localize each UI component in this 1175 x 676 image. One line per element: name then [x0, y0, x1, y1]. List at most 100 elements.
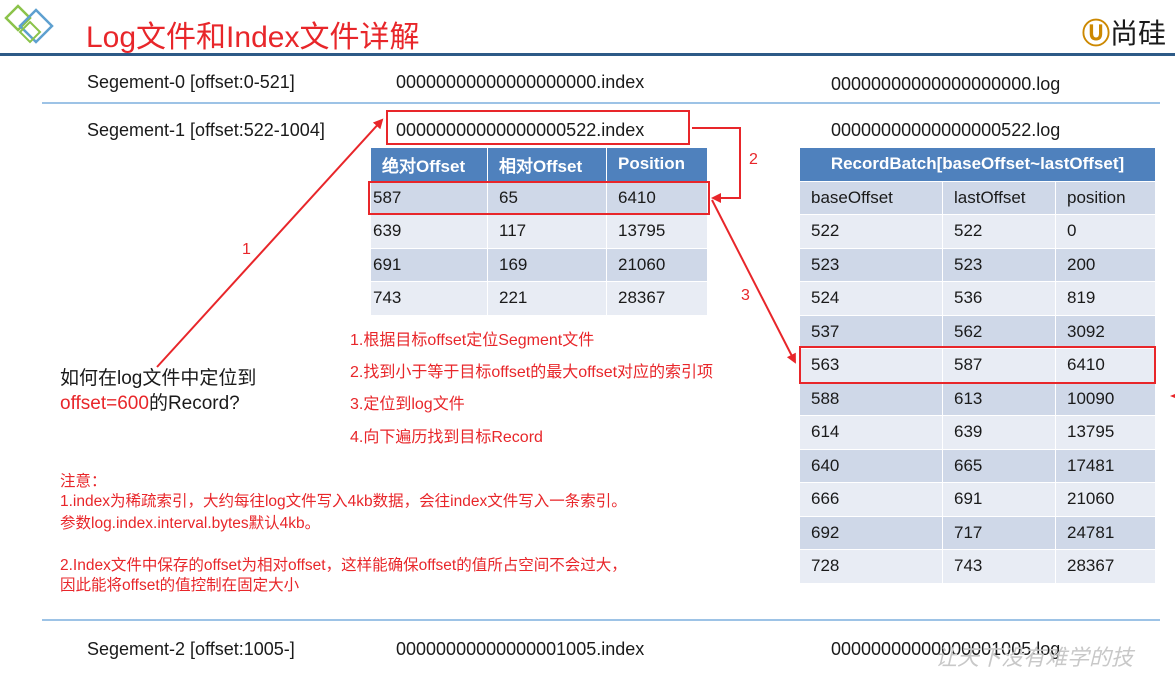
- note-line-3: 2.Index文件中保存的offset为相对offset，这样能确保offset…: [60, 557, 627, 574]
- log-col-last-offset: lastOffset: [942, 180, 1056, 215]
- step-4: 4.向下遍历找到目标Record: [350, 429, 543, 446]
- step-1: 1.根据目标offset定位Segment文件: [350, 332, 595, 349]
- table-cell: 524: [799, 281, 943, 316]
- title-divider: [0, 53, 1175, 56]
- segment-2-label: Segement-2 [offset:1005-]: [87, 639, 295, 659]
- segment-2-index-file: 00000000000000001005.index: [396, 639, 645, 659]
- table-cell: 587: [370, 180, 488, 215]
- table-cell: 28367: [1055, 549, 1156, 584]
- table-cell: 21060: [1055, 482, 1156, 517]
- segment-1-label: Segement-1 [offset:522-1004]: [87, 120, 325, 140]
- arrow-label-2: 2: [749, 151, 758, 168]
- table-cell: 588: [799, 381, 943, 416]
- segment-0-log-file: 00000000000000000000.log: [831, 74, 1061, 94]
- segment-divider-bottom: [42, 619, 1160, 621]
- table-cell: 3092: [1055, 314, 1156, 349]
- table-cell: 523: [799, 247, 943, 282]
- table-cell: 13795: [1055, 415, 1156, 450]
- target-offset: offset=600: [60, 393, 149, 414]
- segment-0-index-file: 00000000000000000000.index: [396, 72, 645, 92]
- table-cell: 21060: [606, 247, 708, 282]
- arrow-1: [156, 118, 384, 368]
- log-col-position: position: [1055, 180, 1156, 215]
- arrow-3: [711, 199, 796, 364]
- table-cell: 691: [370, 247, 488, 282]
- log-row-highlight: [799, 346, 1156, 384]
- question-line-2: offset=600的Record?: [60, 391, 256, 416]
- table-cell: 640: [799, 448, 943, 483]
- table-cell: 10090: [1055, 381, 1156, 416]
- brand-text: 尚硅: [1110, 18, 1167, 49]
- table-cell: 743: [942, 549, 1056, 584]
- question-line-2-rest: 的Record?: [148, 393, 240, 414]
- table-cell: 200: [1055, 247, 1156, 282]
- watermark-text: 让天下没有难学的技: [935, 646, 1134, 671]
- table-cell: 639: [370, 214, 488, 249]
- note-title: 注意：: [60, 473, 107, 490]
- question-text: 如何在log文件中定位到 offset=600的Record?: [60, 366, 256, 416]
- brand-logo: Ⓤ尚硅: [1082, 12, 1166, 52]
- segment-1-index-file: 00000000000000000522.index: [396, 120, 645, 140]
- segment-1-log-file: 00000000000000000522.log: [831, 120, 1061, 140]
- step-3: 3.定位到log文件: [350, 396, 465, 413]
- table-cell: 743: [370, 281, 488, 316]
- index-row-highlight: [368, 181, 710, 215]
- table-cell: 562: [942, 314, 1056, 349]
- log-table-title: RecordBatch[baseOffset~lastOffset]: [799, 147, 1156, 182]
- table-cell: 613: [942, 381, 1056, 416]
- table-row: 587 65 6410: [370, 180, 708, 215]
- table-cell: 587: [942, 348, 1056, 383]
- table-row: 691 169 21060: [370, 247, 708, 282]
- log-col-base-offset: baseOffset: [799, 180, 943, 215]
- table-cell: 522: [799, 214, 943, 249]
- table-cell: 537: [799, 314, 943, 349]
- index-file-highlight: [386, 110, 690, 145]
- table-cell: 666: [799, 482, 943, 517]
- arrow-label-3: 3: [741, 287, 750, 304]
- table-cell: 691: [942, 482, 1056, 517]
- table-cell: 117: [487, 214, 607, 249]
- question-line-1: 如何在log文件中定位到: [60, 368, 257, 389]
- table-cell: 692: [799, 515, 943, 550]
- edge-arrow-icon: [1170, 394, 1175, 398]
- table-cell: 17481: [1055, 448, 1156, 483]
- log-table: RecordBatch[baseOffset~lastOffset] baseO…: [799, 147, 1156, 584]
- step-2: 2.找到小于等于目标offset的最大offset对应的索引项: [350, 364, 714, 381]
- page-title: Log文件和Index文件详解: [86, 21, 420, 54]
- segment-0-label: Segement-0 [offset:0-521]: [87, 72, 295, 92]
- note-line-4: 因此能将offset的值控制在固定大小: [60, 577, 300, 594]
- table-cell: 28367: [606, 281, 708, 316]
- segment-2-log-file: 00000000000000001005.log: [831, 639, 1061, 659]
- brand-u-icon: Ⓤ: [1082, 18, 1111, 49]
- table-cell: 728: [799, 549, 943, 584]
- table-cell: 665: [942, 448, 1056, 483]
- note-line-1: 1.index为稀疏索引，大约每往log文件写入4kb数据，会往index文件写…: [60, 493, 627, 510]
- table-cell: 169: [487, 247, 607, 282]
- table-cell: 221: [487, 281, 607, 316]
- note-line-2: 参数log.index.interval.bytes默认4kb。: [60, 515, 321, 532]
- table-cell: 24781: [1055, 515, 1156, 550]
- arrow-label-1: 1: [242, 241, 251, 258]
- table-cell: 819: [1055, 281, 1156, 316]
- table-row: 639 117 13795: [370, 214, 708, 249]
- table-cell: 614: [799, 415, 943, 450]
- index-col-absolute-offset: 绝对Offset: [370, 147, 488, 182]
- index-col-position: Position: [606, 147, 708, 182]
- table-cell: 639: [942, 415, 1056, 450]
- table-row: 743 221 28367: [370, 281, 708, 316]
- table-cell: 717: [942, 515, 1056, 550]
- index-col-relative-offset: 相对Offset: [487, 147, 607, 182]
- table-cell: 523: [942, 247, 1056, 282]
- table-cell: 13795: [606, 214, 708, 249]
- table-cell: 0: [1055, 214, 1156, 249]
